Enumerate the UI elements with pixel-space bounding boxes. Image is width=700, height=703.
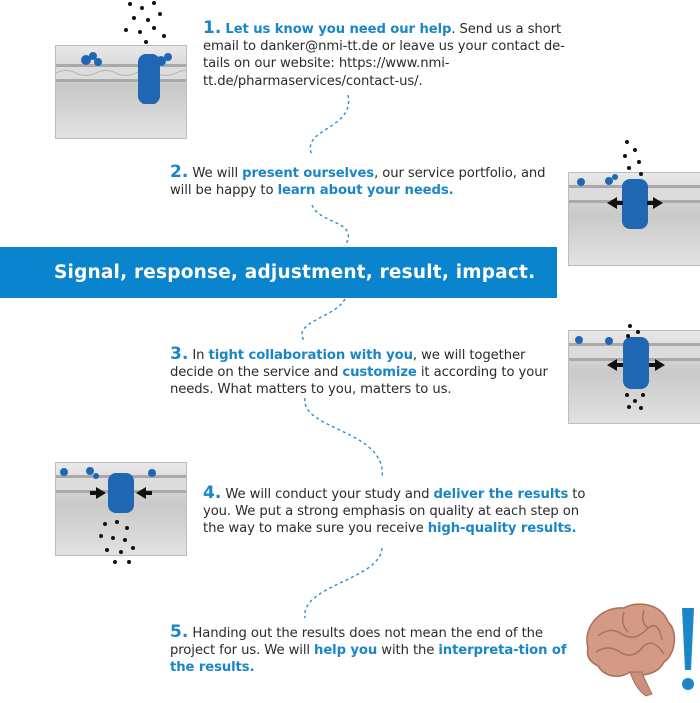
step-number: 3.: [170, 344, 189, 364]
step-text: Handing out the results does not mean th…: [170, 626, 543, 659]
step-highlight: present ourselves: [242, 166, 375, 181]
banner: Signal, response, adjustment, result, im…: [0, 247, 557, 298]
brain-icon: [586, 603, 676, 697]
step-text: , our service portfolio, and will be hap…: [170, 166, 546, 199]
cell-image-3: [568, 330, 700, 424]
molecule-dots-1: [124, 1, 166, 44]
step-5: 5. Handing out the results does not mean…: [170, 622, 570, 677]
step-highlight: tight collaboration with you: [208, 348, 413, 363]
step-text: We will conduct your study and: [225, 487, 434, 502]
step-text: with the: [377, 643, 439, 659]
step-highlight: interpreta-tion of the results.: [170, 643, 567, 676]
cell-image-2: [568, 172, 700, 266]
molecule-dots-2: [623, 140, 643, 176]
cell-image-1: [55, 45, 187, 139]
step-number: 5.: [170, 622, 189, 642]
step-2: 2. We will present ourselves, our servic…: [170, 162, 560, 199]
step-4: 4. We will conduct your study and delive…: [203, 483, 593, 538]
molecule-dots-3: [626, 324, 640, 338]
step-highlight: Let us know you need our help: [225, 22, 452, 37]
step-text: , we will together decide on the service…: [170, 348, 526, 381]
step-number: 1.: [203, 18, 222, 38]
step-number: 2.: [170, 162, 189, 182]
brain-illustration: [578, 596, 700, 699]
exclamation-icon: [682, 608, 694, 690]
step-1: 1. Let us know you need our help. Send u…: [203, 18, 583, 90]
step-3: 3. In tight collaboration with you, we w…: [170, 344, 565, 399]
step-highlight: deliver the results: [433, 487, 569, 502]
step-text: In: [192, 348, 209, 363]
step-highlight: learn about your needs.: [277, 183, 454, 199]
banner-text: Signal, response, adjustment, result, im…: [54, 262, 536, 283]
step-text: We will: [192, 166, 243, 181]
cell-image-4: [55, 462, 187, 556]
step-text: to you. We put a strong emphasis on qual…: [203, 487, 586, 537]
step-text: . Send us a short email to danker@nmi-tt…: [203, 22, 565, 89]
step-highlight: customize: [342, 365, 417, 381]
step-text: it according to your needs. What matters…: [170, 365, 548, 398]
step-highlight: high-quality results.: [427, 521, 577, 537]
step-highlight: help you: [314, 643, 378, 659]
molecule-dots-4: [99, 520, 135, 564]
step-number: 4.: [203, 483, 222, 503]
